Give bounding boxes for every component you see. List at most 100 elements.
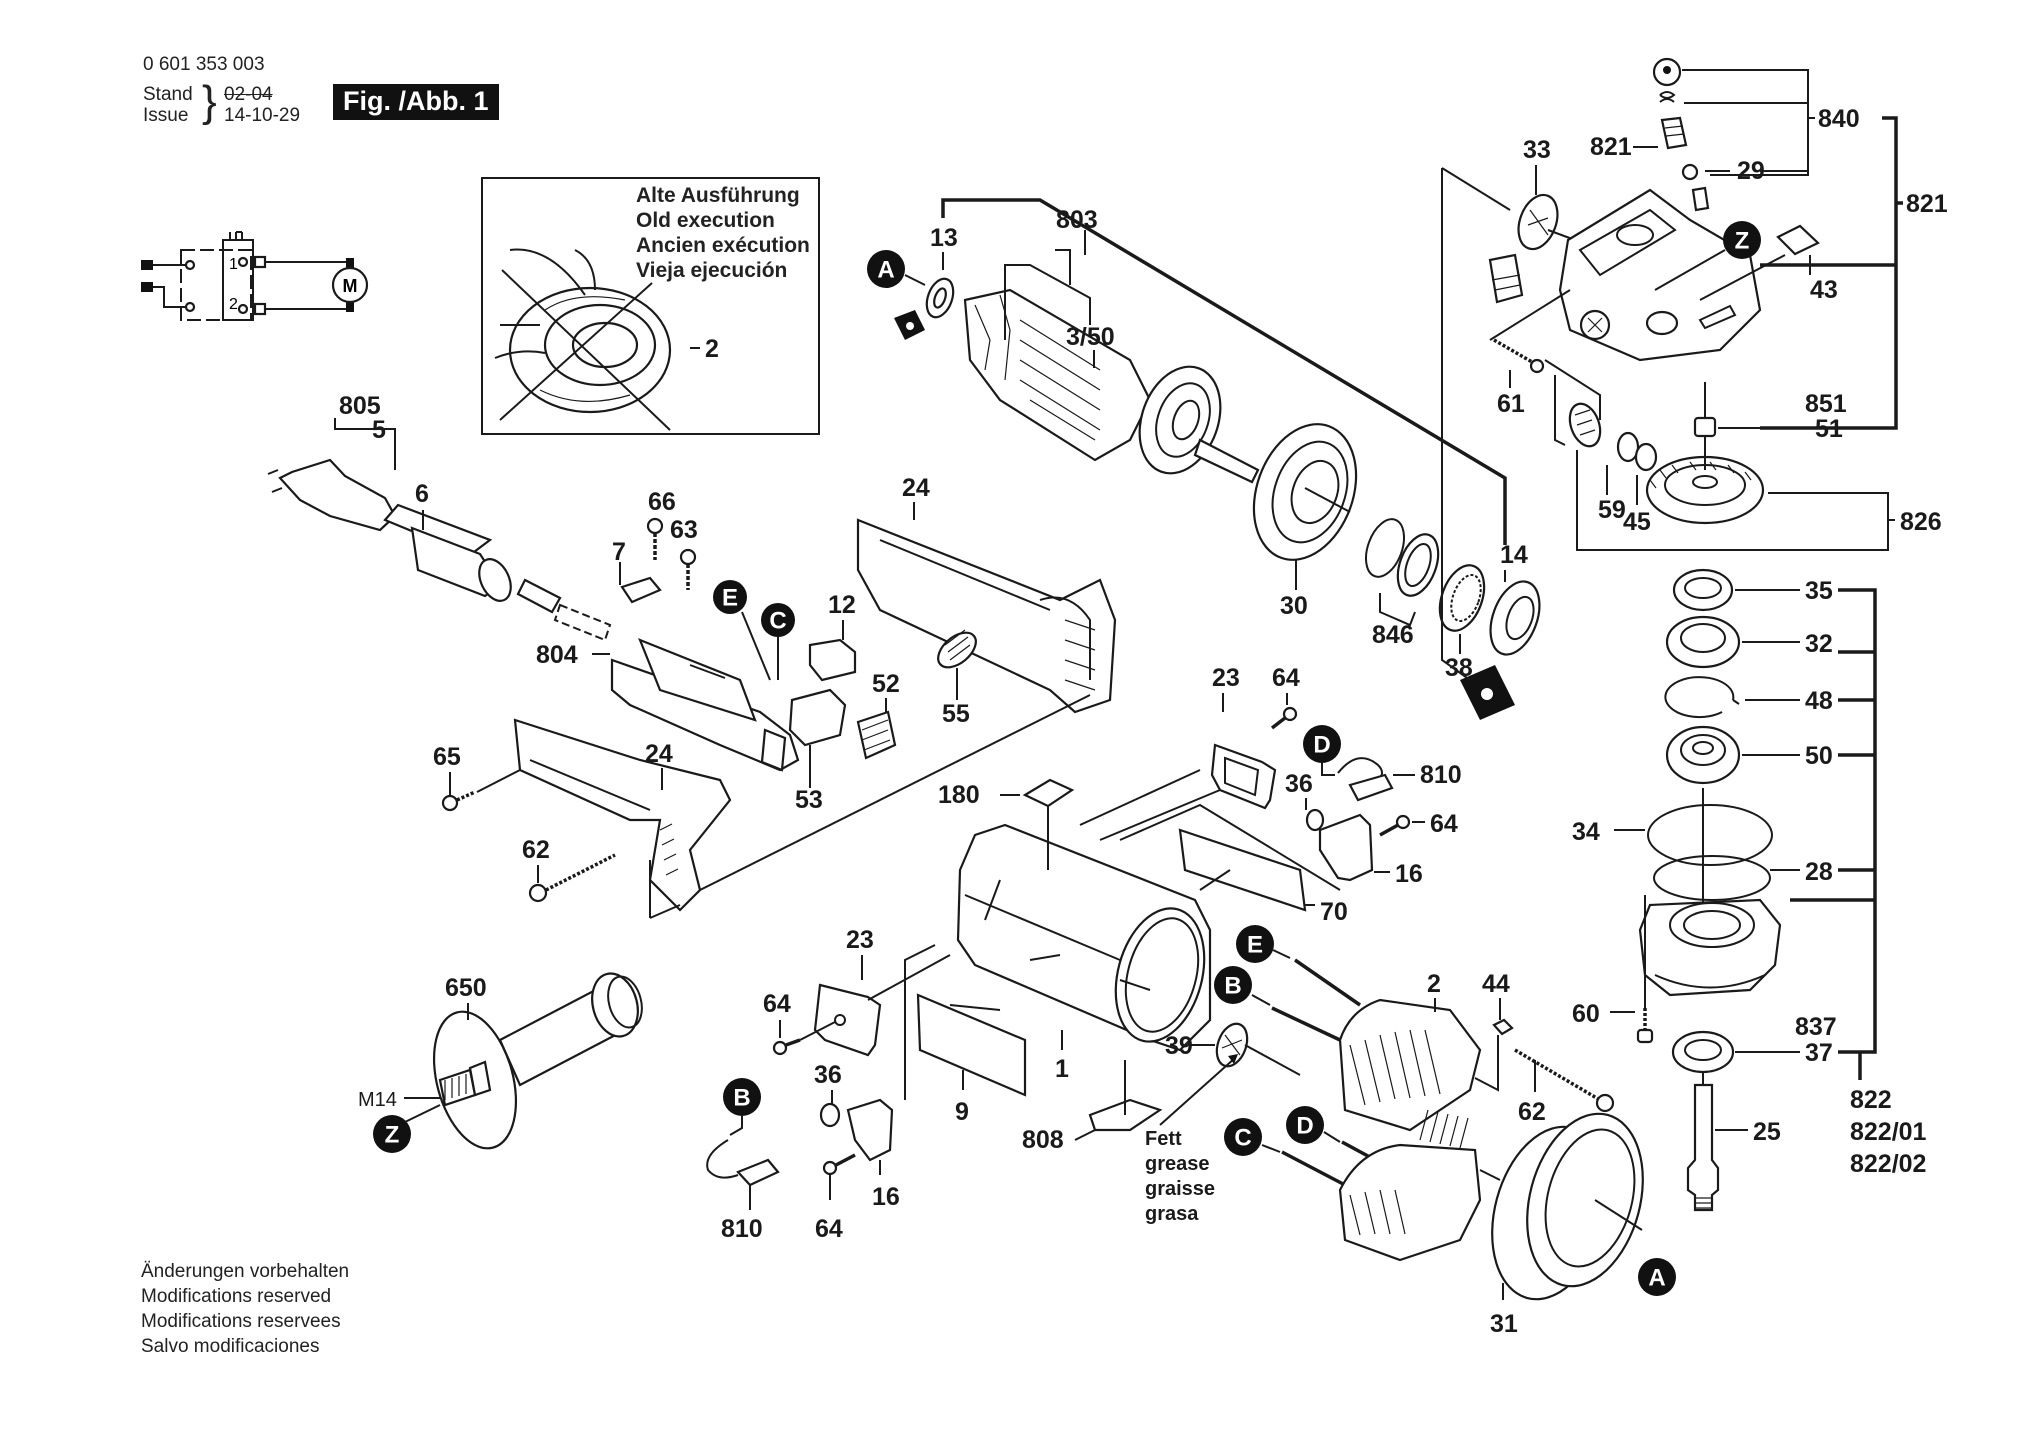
label-822-01: 822/01 <box>1850 1118 1927 1146</box>
lock-nut-35 <box>1672 568 1734 612</box>
old-execution-text: Alte Ausführung Old execution Ancien exé… <box>636 183 810 283</box>
grease-line-es: grasa <box>1145 1203 1199 1225</box>
switch-box <box>222 239 254 321</box>
carbon-brush-810-lower <box>706 1139 780 1187</box>
note-line-de: Änderungen vorbehalten <box>141 1261 350 1282</box>
label-808: 808 <box>1022 1126 1064 1154</box>
old-execution-line-de: Alte Ausführung <box>636 184 800 207</box>
note-line-es: Salvo modificaciones <box>141 1336 320 1357</box>
label-851: 851 <box>1805 390 1847 418</box>
label-51: 51 <box>1815 415 1843 443</box>
plug-pin-1 <box>141 260 153 270</box>
plug-pin-2 <box>141 282 153 292</box>
part-7-drawing <box>620 576 662 604</box>
brush-holder-16-lower <box>846 1098 894 1162</box>
old-execution-box: 2 <box>481 177 820 435</box>
screw-64-upper <box>1270 706 1298 730</box>
field-coil-2-upper <box>1338 998 1482 1132</box>
marker-c-stator: C <box>1224 1118 1262 1156</box>
label-24-upper: 24 <box>902 474 930 502</box>
label-old-stator-2: 2 <box>705 335 719 363</box>
label-810-lower: 810 <box>721 1215 763 1243</box>
label-plate-9 <box>916 993 1027 1097</box>
note-line-en: Modifications reserved <box>141 1286 332 1307</box>
clip-44 <box>1492 1018 1514 1036</box>
aux-handle-650 <box>432 972 643 1150</box>
part-12-drawing <box>808 638 857 682</box>
bracket-840 <box>1682 69 1809 176</box>
screw-64-lower-a <box>772 1038 801 1056</box>
brush-holder-cover-23-lower <box>813 983 882 1057</box>
issue-date: 14-10-29 <box>224 105 301 126</box>
label-837: 837 <box>1795 1013 1837 1041</box>
label-64-upper: 64 <box>1272 664 1300 692</box>
label-plate-43 <box>1776 224 1820 256</box>
label-2-stator: 2 <box>1427 970 1441 998</box>
label-650: 650 <box>445 974 487 1002</box>
label-30: 30 <box>1280 592 1308 620</box>
grease-line-fr: graisse <box>1145 1178 1215 1200</box>
label-39: 39 <box>1165 1032 1193 1060</box>
terminal-1-label: 1 <box>229 256 238 273</box>
ring-846 <box>1365 518 1440 597</box>
label-9: 9 <box>955 1098 969 1126</box>
brace-icon: } <box>202 77 217 126</box>
nut-45 <box>1634 442 1658 472</box>
label-1: 1 <box>1055 1055 1069 1083</box>
label-16-upper: 16 <box>1395 860 1423 888</box>
label-28: 28 <box>1805 858 1833 886</box>
bearing-flange <box>1638 898 1782 997</box>
label-43: 43 <box>1810 276 1838 304</box>
old-execution-line-en: Old execution <box>636 209 775 232</box>
marker-b-lower: B <box>723 1078 761 1116</box>
motor-symbol-label: M <box>343 276 358 296</box>
air-guide-ring-31 <box>1491 1112 1644 1301</box>
label-180: 180 <box>938 781 980 809</box>
switch-outline <box>180 249 252 321</box>
label-53: 53 <box>795 786 823 814</box>
label-14: 14 <box>1500 541 1528 569</box>
needle-bearing-part <box>1488 253 1524 304</box>
seal-37 <box>1671 1030 1735 1074</box>
armature-3-50 <box>963 288 1260 484</box>
label-52: 52 <box>872 670 900 698</box>
grease-line-de: Fett <box>1145 1128 1182 1150</box>
figure-badge: Fig. /Abb. 1 <box>333 84 499 120</box>
seal-32 <box>1665 615 1741 669</box>
leader-805 <box>334 418 396 470</box>
label-822-02: 822/02 <box>1850 1150 1926 1178</box>
snap-ring-48 <box>1664 676 1740 719</box>
label-36-upper: 36 <box>1285 770 1313 798</box>
label-6: 6 <box>415 480 429 508</box>
part-number: 0 601 353 003 <box>143 54 265 75</box>
label-45: 45 <box>1623 508 1651 536</box>
label-61: 61 <box>1497 390 1525 418</box>
bracket-821 <box>1760 116 1903 430</box>
wiring-diagram: M 1 2 <box>141 231 369 321</box>
label-36-lower: 36 <box>814 1061 842 1089</box>
old-execution-line-fr: Ancien exécution <box>636 234 810 257</box>
motor-symbol <box>331 266 369 304</box>
svg-text:Z: Z <box>1735 228 1750 255</box>
spindle-25 <box>1686 1083 1720 1212</box>
handle-upper-24 <box>856 518 1117 714</box>
part-53-drawing <box>788 688 847 747</box>
label-62-stator: 62 <box>1518 1098 1546 1126</box>
label-16-lower: 16 <box>872 1183 900 1211</box>
terminal-2-label: 2 <box>229 296 238 313</box>
grease-note: Fett grease graisse grasa <box>1145 1128 1215 1225</box>
screw-64-lower-b <box>822 1153 856 1176</box>
old-stator-drawing <box>494 248 672 431</box>
label-64-lower-a: 64 <box>763 990 791 1018</box>
marker-e-switch: E <box>713 580 747 614</box>
label-35: 35 <box>1805 577 1833 605</box>
screw-62-stator <box>1514 1048 1615 1113</box>
old-execution-line-es: Vieja ejecución <box>636 259 788 282</box>
label-846: 846 <box>1372 621 1414 649</box>
svg-text:C: C <box>769 608 786 635</box>
label-5: 5 <box>372 416 386 444</box>
label-63: 63 <box>670 516 698 544</box>
label-60: 60 <box>1572 1000 1600 1028</box>
label-31: 31 <box>1490 1310 1518 1338</box>
